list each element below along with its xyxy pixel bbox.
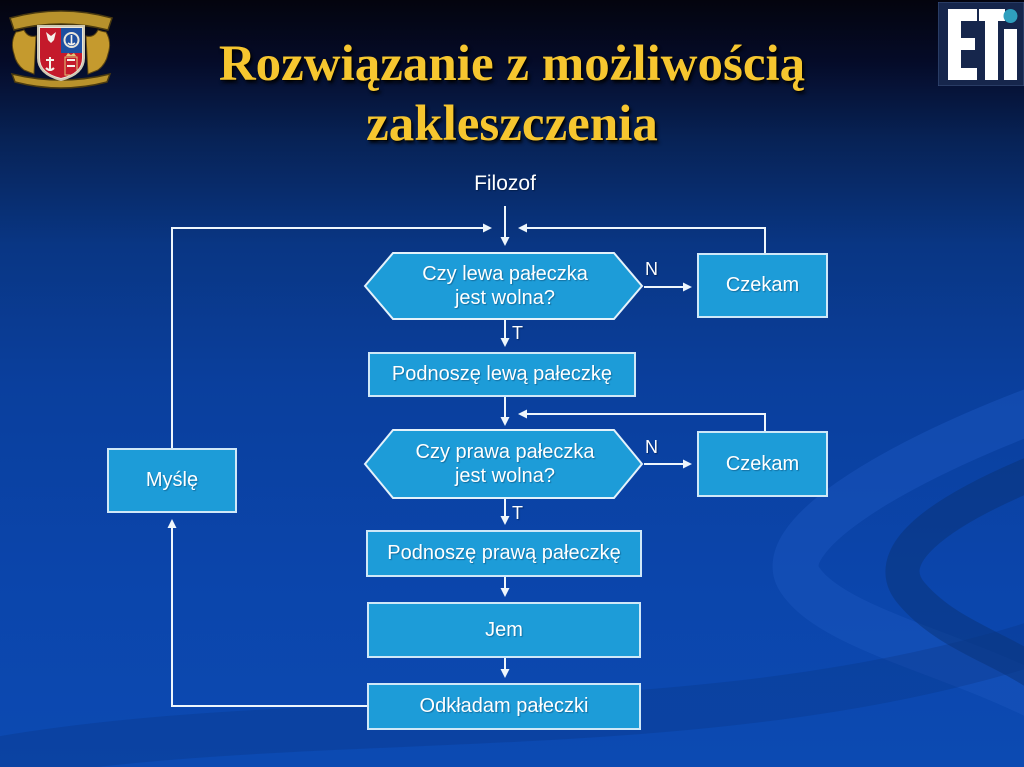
eti-logo: ETI (937, 1, 1024, 87)
node-eat: Jem (367, 602, 641, 658)
decision2-label: Czy prawa pałeczka jest wolna? (415, 441, 595, 487)
start-node-label: Filozof (474, 172, 536, 195)
edge-label-no-2: N (645, 437, 658, 457)
eti-i-dot (1003, 9, 1018, 23)
title-line-1: Rozwiązanie z możliwością (218, 36, 806, 92)
edge-wait1-loop (518, 223, 766, 253)
edge-label-yes-2: T (512, 503, 523, 523)
university-crest-logo (2, 2, 120, 92)
page-title: Rozwiązanie z możliwością zakleszczenia (0, 34, 1024, 154)
node-put-down: Odkładam pałeczki (367, 683, 641, 730)
decision1-label: Czy lewa pałeczka jest wolna? (422, 263, 588, 309)
swirl-dark (885, 458, 1024, 686)
edge-label-no-1: N (645, 259, 658, 279)
title-line-2: zakleszczenia (366, 96, 658, 152)
node-pickup-left: Podnoszę lewą pałeczkę (368, 352, 636, 397)
edge-putdown-to-think (167, 519, 367, 707)
swirl-light (772, 389, 1024, 716)
node-pickup-right: Podnoszę prawą pałeczkę (366, 530, 642, 577)
node-wait-2: Czekam (697, 431, 828, 497)
node-wait-1: Czekam (697, 253, 828, 318)
node-think: Myślę (107, 448, 237, 513)
edge-label-yes-1: T (512, 323, 523, 343)
crest-graphic (9, 10, 113, 89)
edge-wait2-loop (518, 409, 766, 431)
eti-logo-graphic (937, 1, 1024, 87)
